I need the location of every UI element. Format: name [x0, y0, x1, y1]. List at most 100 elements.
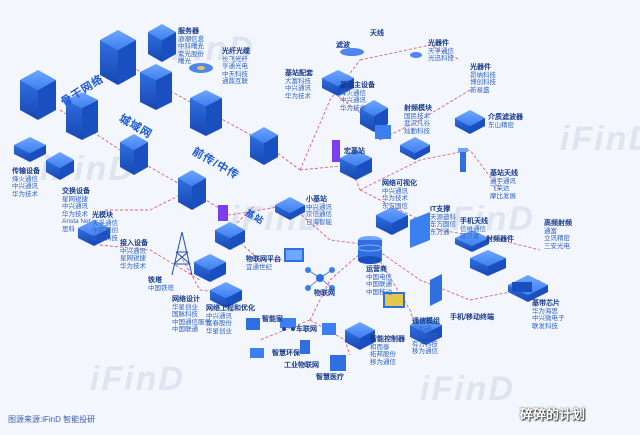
node-optical-device-label: 光器件 昂纳科技 博创科技 新易盛: [470, 64, 496, 94]
node-title: 介质滤波器: [488, 114, 523, 121]
node-title: 天线: [370, 30, 384, 37]
node-company: 长飞光纤: [222, 55, 248, 63]
node-company: 华为技术: [12, 190, 38, 198]
node-company: 东山精密: [488, 121, 514, 129]
node-company: 华星创业: [206, 327, 232, 335]
node-company: 立讯精密: [544, 235, 570, 242]
node-company: 中国通信服务: [172, 318, 211, 326]
node-company: 通鼎互联: [222, 78, 248, 85]
node-company: 联发科技: [532, 322, 558, 330]
node-company: 中兴通讯: [206, 312, 232, 320]
node-company: 日海智能: [306, 218, 332, 226]
node-company: 中国铁塔: [148, 284, 174, 292]
node-company: 中兴微电子: [532, 315, 565, 322]
node-title: 射频器件: [486, 236, 514, 243]
node-company: 移为通信: [412, 348, 438, 355]
node-terminal-label: 手机/移动终端: [450, 314, 494, 322]
node-filter-label: 滤波: [336, 42, 350, 50]
node-company: 华为技术: [120, 262, 146, 270]
node-company: 中兴通讯: [120, 247, 146, 255]
node-operator-label: 运营商 中国电信 中国联通 中国移动: [366, 266, 392, 296]
node-title: IT支撑: [430, 206, 451, 213]
node-industrial-iot-label: 工业物联网: [284, 362, 319, 370]
node-base-main-label: 基站主设备 烽火通信 中兴通讯 华为技术: [340, 82, 375, 112]
node-company: 通富: [544, 227, 557, 235]
node-rf-device-label: 射频器件: [486, 236, 514, 244]
node-macro-station-label: 宏基站: [344, 148, 365, 156]
node-company: 广和通: [412, 325, 432, 333]
node-rf-module-label: 射频模块 国民技术 武汉凡谷 灿勤科技: [404, 105, 432, 135]
node-hf-rf-label: 高频射频 通富 立讯精密 三安光电: [544, 220, 572, 250]
node-small-station-label: 小基站 中兴通讯 京信通信 日海智能: [306, 196, 332, 226]
node-access-equip-label: 接入设备 中兴通讯 星网锐捷 华为技术: [120, 240, 148, 270]
node-company: 移远通信: [412, 333, 438, 340]
node-company: 天孚通信: [92, 219, 118, 227]
network-device-icon: [14, 70, 548, 350]
node-smart-home-label: 智能家: [262, 316, 283, 324]
node-company: 华为技术: [382, 195, 408, 202]
watermark: iFinD: [560, 120, 640, 158]
node-company: 中国电信: [366, 273, 392, 281]
node-iot-platform-label: 物联网平台 宜通世纪: [246, 256, 281, 271]
node-title: 基站配套: [285, 70, 313, 77]
node-company: 中国移动: [366, 288, 392, 296]
node-company: 光迅科技: [428, 55, 454, 62]
node-title: 光纤光缆: [222, 48, 250, 55]
node-iron-tower-label: 铁塔 中国铁塔: [148, 277, 174, 292]
brand-caption: 碎碎的计划: [520, 407, 586, 422]
node-company: 移为通信: [370, 358, 396, 366]
monitor-icon: [284, 248, 405, 308]
node-title: 智慧医疗: [316, 374, 344, 381]
antenna-icon: [218, 140, 468, 221]
node-company: 拓邦股份: [370, 351, 396, 358]
node-server-label: 服务器 浪潮信息 中科曙光 紫光股份 曙光: [178, 28, 204, 66]
node-company: 和而泰: [370, 343, 390, 351]
node-company: 烽火通信: [340, 89, 366, 97]
database-icon: [357, 236, 383, 264]
node-smart-medical-label: 智慧医疗: [316, 374, 344, 382]
node-transport-equip-label: 传输设备 烽火通信 中兴通讯 华为技术: [12, 168, 40, 198]
node-company: 华为技术: [285, 92, 311, 100]
node-title: 高频射频: [544, 220, 572, 227]
node-company: 东方国信: [430, 221, 456, 228]
node-title: 铁塔: [148, 277, 162, 284]
node-switch-label: 交换设备 星网锐捷 中兴通讯 华为技术 Arista Net 思科: [62, 188, 91, 233]
node-company: 信维通信: [460, 225, 486, 233]
node-title: 光器件: [428, 40, 449, 47]
node-title: 基站天线: [490, 170, 518, 177]
node-title: 通信模组: [412, 318, 440, 325]
node-title: 射频模块: [404, 105, 432, 112]
node-company: 有方科技: [412, 340, 438, 348]
node-title: 服务器: [178, 28, 199, 35]
node-company: 星网锐捷: [62, 195, 88, 203]
node-title: 基带芯片: [532, 300, 560, 307]
node-title: 手机/移动终端: [450, 314, 494, 321]
node-company: 紫光股份: [178, 50, 204, 58]
node-title: 物联网平台: [246, 256, 281, 263]
node-title: 滤波: [336, 42, 350, 49]
node-it-support-label: IT支撑 天源迪科 东方国信 东方通: [430, 206, 456, 236]
node-iot-label: 物联网: [314, 290, 335, 298]
node-company: 中兴通讯: [62, 203, 88, 210]
node-company: 通宇通讯: [490, 177, 516, 185]
node-title: 小基站: [306, 196, 327, 203]
node-company: 昂纳科技: [470, 71, 496, 79]
node-title: 手机天线: [460, 218, 488, 225]
node-optical-fiber-label: 光纤光缆 长飞光纤 亨通光电 中天科技 通鼎互联: [222, 48, 250, 86]
node-company: 中兴通讯: [340, 97, 366, 104]
node-title: 智能家: [262, 316, 283, 323]
node-company: 华星创业: [172, 303, 198, 311]
node-network-opt-label: 网络工程和优化 中兴通讯 富春股份 华星创业: [206, 305, 255, 335]
node-company: 中兴通讯: [382, 187, 408, 195]
iot-hub-icon: [305, 267, 335, 291]
node-company: 摩比发展: [490, 192, 516, 200]
node-title: 光模块: [92, 212, 113, 219]
watermark: iFinD: [440, 200, 535, 238]
node-company: 中国联通: [366, 281, 392, 288]
node-title: 光器件: [470, 64, 491, 71]
node-title: 物联网: [314, 290, 335, 297]
node-company: 东方国信: [382, 202, 408, 210]
node-company: 东方通: [430, 228, 450, 236]
node-title: 基站主设备: [340, 82, 375, 89]
